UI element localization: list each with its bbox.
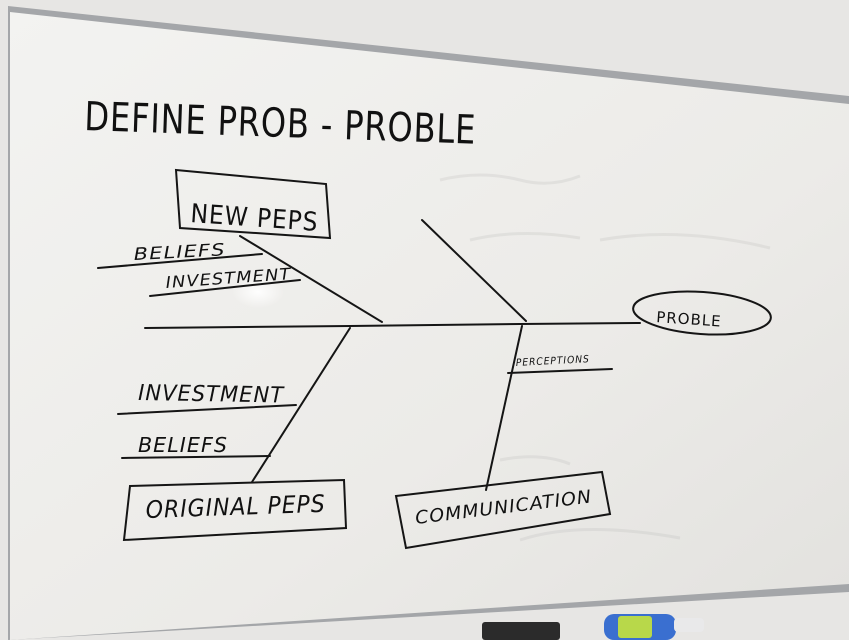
cause-perceptions: PERCEPTIONS xyxy=(516,354,590,369)
cause-line-beliefs-top xyxy=(97,253,263,269)
cause-line-investment-bottom xyxy=(117,404,297,415)
bone-new-peps xyxy=(239,235,383,323)
spine-line xyxy=(144,322,641,329)
box-original-peps xyxy=(122,478,348,542)
cause-line-perceptions xyxy=(507,368,613,374)
cause-line-investment-top xyxy=(149,279,301,297)
eraser xyxy=(482,622,560,640)
head-label: PROBLE xyxy=(656,308,723,331)
bone-communication xyxy=(485,325,523,491)
bone-upper-right xyxy=(421,219,527,322)
box-new-peps xyxy=(174,168,332,240)
bottle-label xyxy=(618,616,652,638)
head-oval xyxy=(632,290,772,336)
boxes xyxy=(122,168,772,550)
fishbone-lines xyxy=(97,219,641,491)
cause-beliefs-top: BELIEFS xyxy=(133,240,226,265)
cause-beliefs-bottom: BELIEFS xyxy=(138,433,228,457)
marker-tray xyxy=(482,614,704,640)
erased-ghost-writing xyxy=(439,173,771,542)
box-communication xyxy=(394,470,612,550)
cause-line-beliefs-bottom xyxy=(121,455,271,459)
category-original-peps: ORIGINAL PEPS xyxy=(145,490,326,524)
bottle-cap xyxy=(674,618,704,632)
cause-investment-bottom: INVESTMENT xyxy=(138,381,285,409)
